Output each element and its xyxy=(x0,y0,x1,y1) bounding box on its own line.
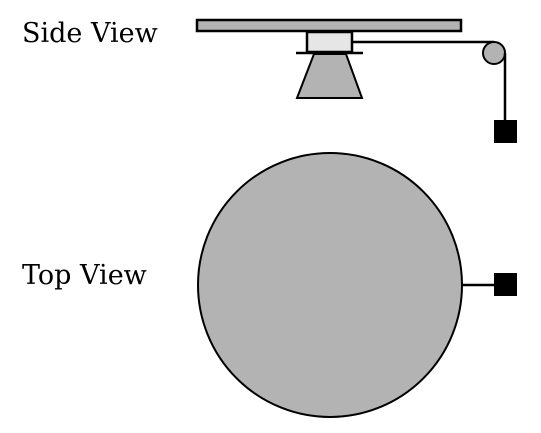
side-platter xyxy=(195,18,463,33)
top-view-label: Top View xyxy=(22,260,147,291)
top-weight xyxy=(494,273,517,296)
hanging-weight xyxy=(494,120,517,143)
pulley xyxy=(482,41,506,65)
side-base xyxy=(295,53,364,99)
side-hub xyxy=(305,30,354,54)
side-view-label: Side View xyxy=(22,18,158,49)
top-platter xyxy=(197,152,463,418)
